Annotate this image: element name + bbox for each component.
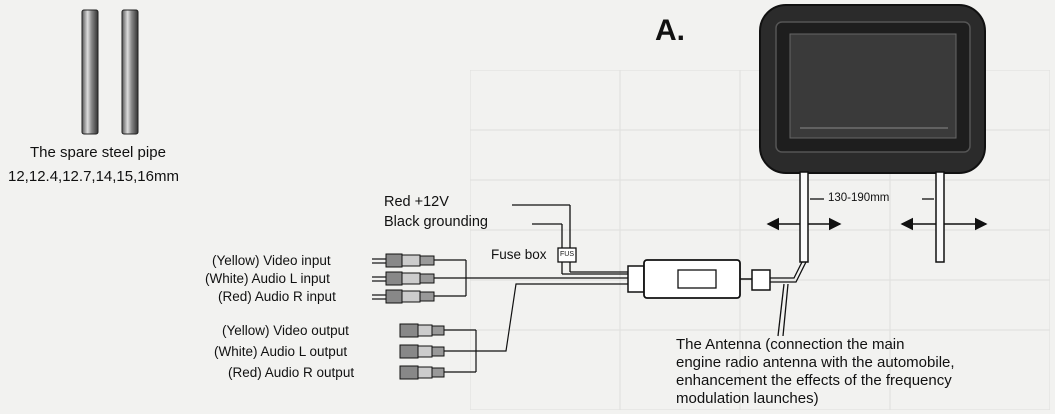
antenna-line-4: modulation launches) — [676, 390, 819, 407]
rca-socket-output-video — [399, 323, 445, 338]
diagram-title: A. — [655, 14, 685, 47]
rca-input-plugs — [372, 253, 435, 304]
rca-plug-input-audio-l — [372, 271, 435, 286]
antenna-description: The Antenna (connection the main engine … — [676, 336, 1055, 408]
black-grounding-label: Black grounding — [384, 214, 488, 230]
fuse-box — [557, 247, 577, 263]
input-audio-r-label: (Red) Audio R input — [218, 289, 336, 304]
output-video-label: (Yellow) Video output — [222, 323, 349, 338]
output-audio-l-label: (White) Audio L output — [214, 344, 348, 359]
dimension-label: 130-190mm — [828, 192, 890, 204]
antenna-line-2: engine radio antenna with the automobile… — [676, 354, 955, 371]
antenna-line-1: The Antenna (connection the main — [676, 336, 905, 353]
input-video-label: (Yellow) Video input — [212, 253, 331, 268]
input-audio-l-label: (White) Audio L input — [205, 271, 330, 286]
fuse-tag: FUS — [560, 251, 574, 258]
rca-output-sockets — [399, 323, 445, 380]
power-wires — [512, 204, 628, 275]
input-wires — [434, 259, 628, 297]
background-table-ghost — [470, 70, 1050, 410]
antenna-line-3: enhancement the effects of the frequency — [676, 372, 952, 389]
output-wires — [444, 283, 628, 373]
steel-pipe-left — [81, 9, 99, 135]
rca-socket-output-audio-l — [399, 344, 445, 359]
steel-pipe-right — [121, 9, 139, 135]
pipe-caption-line1: The spare steel pipe — [30, 144, 166, 161]
fuse-box-label: Fuse box — [491, 247, 547, 262]
steel-pipes — [81, 9, 139, 135]
rca-socket-output-audio-r — [399, 365, 445, 380]
antenna-lead — [777, 283, 789, 337]
rca-plug-input-audio-r — [372, 289, 435, 304]
headrest-monitor — [759, 4, 986, 174]
main-connector — [627, 259, 771, 299]
red-12v-label: Red +12V — [384, 194, 449, 210]
post-cable — [770, 261, 807, 283]
output-audio-r-label: (Red) Audio R output — [228, 365, 355, 380]
pipe-caption-line2: 12,12.4,12.7,14,15,16mm — [8, 168, 179, 185]
mounting-posts — [799, 171, 945, 263]
rca-plug-input-video — [372, 253, 435, 268]
